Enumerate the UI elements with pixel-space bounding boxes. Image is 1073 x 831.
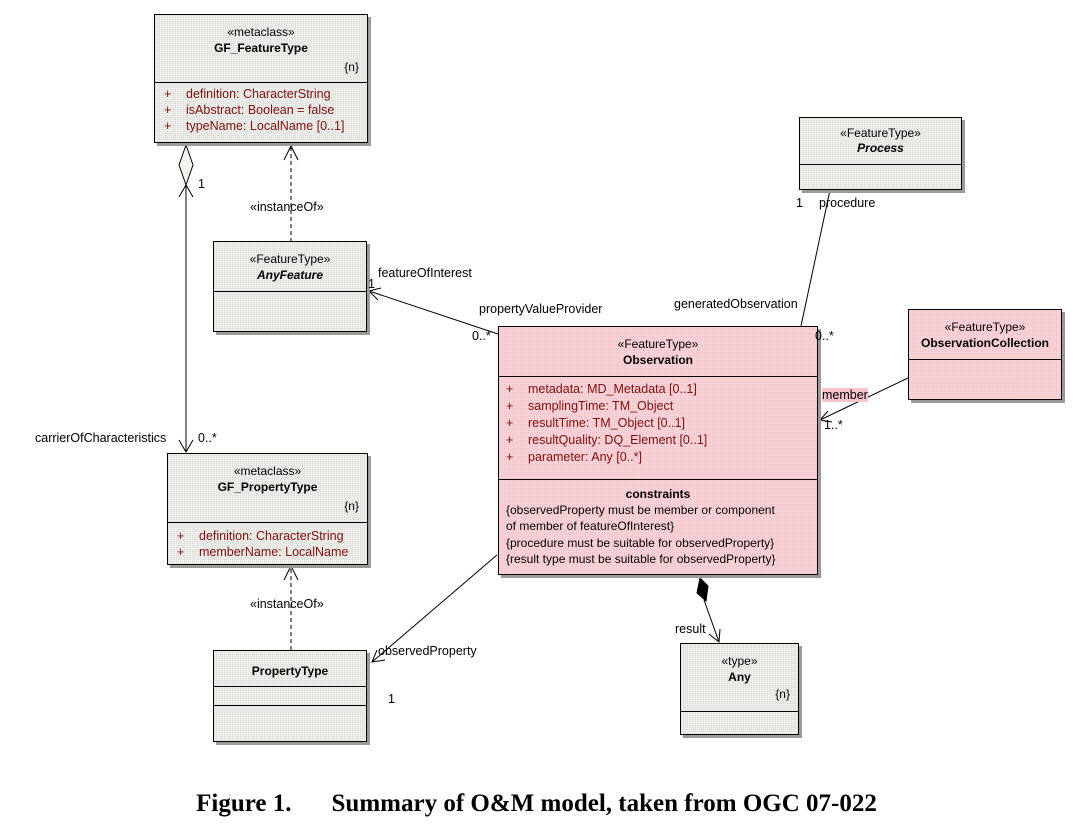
constraints-compartment: constraints {observedProperty must be me…: [499, 479, 817, 575]
attributes-compartment: [909, 359, 1061, 400]
stereotype: «metaclass»: [227, 25, 295, 39]
tag: {n}: [775, 687, 790, 701]
carrier-of-characteristics-association: [178, 143, 194, 453]
attribute-isabstract: +isAbstract: Boolean = false: [164, 103, 335, 117]
attribute-metadata: +metadata: MD_Metadata [0..1]: [506, 382, 697, 396]
multiplicity-label: 1: [368, 277, 375, 291]
class-observation[interactable]: «FeatureType» Observation +metadata: MD_…: [498, 326, 818, 575]
class-anyfeature[interactable]: «FeatureType» AnyFeature: [213, 241, 367, 332]
class-propertytype[interactable]: PropertyType: [213, 650, 367, 742]
role-label-member: member: [822, 388, 868, 402]
stereotype: «type»: [721, 654, 758, 668]
attribute-parameter: +parameter: Any [0..*]: [506, 450, 642, 464]
class-observationcollection[interactable]: «FeatureType» ObservationCollection: [908, 309, 1062, 400]
multiplicity-label: 0..*: [815, 329, 834, 343]
result-composition: [696, 576, 721, 643]
class-name: Observation: [622, 353, 694, 367]
stereotype: «FeatureType»: [617, 337, 699, 351]
multiplicity-label: 1: [796, 196, 803, 210]
instance-of-label: «instanceOf»: [250, 597, 324, 611]
class-process[interactable]: «FeatureType» Process: [799, 117, 962, 190]
class-gf-featuretype[interactable]: «metaclass» GF_FeatureType {n} +definiti…: [154, 14, 368, 143]
multiplicity-label: 1..*: [824, 418, 843, 432]
operations-compartment: [214, 705, 366, 742]
attributes-compartment: +metadata: MD_Metadata [0..1] +samplingT…: [499, 376, 817, 479]
instance-of-dependency-2: [283, 564, 299, 650]
constraint-line: {observedProperty must be member or comp…: [506, 503, 775, 517]
constraint-line: {procedure must be suitable for observed…: [506, 536, 775, 550]
procedure-association: [800, 189, 831, 327]
class-name: GF_FeatureType: [214, 41, 308, 55]
figure-number: Figure 1.: [196, 790, 292, 817]
attribute-samplingtime: +samplingTime: TM_Object: [506, 399, 674, 413]
stereotype: «FeatureType»: [944, 320, 1026, 334]
multiplicity-label: 1: [198, 177, 205, 191]
class-name: Any: [728, 670, 751, 684]
multiplicity-label: 0..*: [472, 329, 491, 343]
attributes-compartment: +definition: CharacterString +memberName…: [168, 522, 367, 565]
observed-property-association: [371, 554, 498, 663]
attribute-typename: +typeName: LocalName [0..1]: [164, 119, 345, 133]
role-label-result: result: [675, 622, 706, 636]
arrowhead: [178, 184, 194, 198]
feature-of-interest-association: [368, 287, 499, 335]
multiplicity-label: 1: [388, 692, 395, 706]
class-name: ObservationCollection: [920, 336, 1050, 350]
composition-diamond: [696, 576, 709, 602]
role-label-observed-property: observedProperty: [378, 644, 477, 658]
attribute-resulttime: +resultTime: TM_Object [0..1]: [506, 416, 685, 430]
instance-of-label: «instanceOf»: [250, 200, 324, 214]
tag: {n}: [344, 60, 359, 74]
arrowhead: [178, 439, 194, 453]
role-label-procedure: procedure: [819, 196, 876, 210]
figure-caption-text: Summary of O&M model, taken from OGC 07-…: [331, 790, 877, 817]
constraints-title: constraints: [625, 487, 691, 501]
stereotype: «FeatureType»: [840, 126, 921, 140]
constraint-line: {result type must be suitable for observ…: [506, 552, 776, 566]
role-label-generated-observation: generatedObservation: [674, 297, 798, 311]
role-label-feature-of-interest: featureOfInterest: [378, 266, 472, 280]
aggregation-diamond: [178, 143, 194, 187]
attributes-compartment: +definition: CharacterString +isAbstract…: [155, 82, 367, 143]
instance-of-dependency-1: [283, 144, 299, 242]
stereotype: «FeatureType»: [249, 252, 331, 266]
class-name: PropertyType: [251, 664, 329, 678]
attribute-resultquality: +resultQuality: DQ_Element [0..1]: [506, 433, 708, 447]
figure-caption: Figure 1. Summary of O&M model, taken fro…: [0, 790, 1073, 818]
class-any[interactable]: «type» Any {n}: [680, 643, 799, 735]
class-gf-propertytype[interactable]: «metaclass» GF_PropertyType {n} +definit…: [167, 453, 368, 565]
role-label-carrier-of-characteristics: carrierOfCharacteristics: [35, 431, 167, 445]
attributes-compartment: [214, 686, 366, 705]
tag: {n}: [344, 499, 359, 513]
role-label-property-value-provider: propertyValueProvider: [479, 302, 603, 316]
multiplicity-label: 0..*: [198, 431, 217, 445]
class-name: Process: [857, 141, 904, 155]
attribute-definition: +definition: CharacterString: [164, 87, 331, 101]
attributes-compartment: [681, 711, 798, 735]
class-name: GF_PropertyType: [217, 480, 318, 494]
attributes-compartment: [800, 164, 961, 190]
stereotype: «metaclass»: [233, 464, 302, 478]
attribute-membername: +memberName: LocalName: [177, 545, 349, 559]
attribute-definition: +definition: CharacterString: [177, 529, 344, 543]
attributes-compartment: [214, 291, 366, 332]
constraint-line: of member of featureOfInterest}: [506, 519, 675, 533]
class-name: AnyFeature: [256, 268, 324, 282]
